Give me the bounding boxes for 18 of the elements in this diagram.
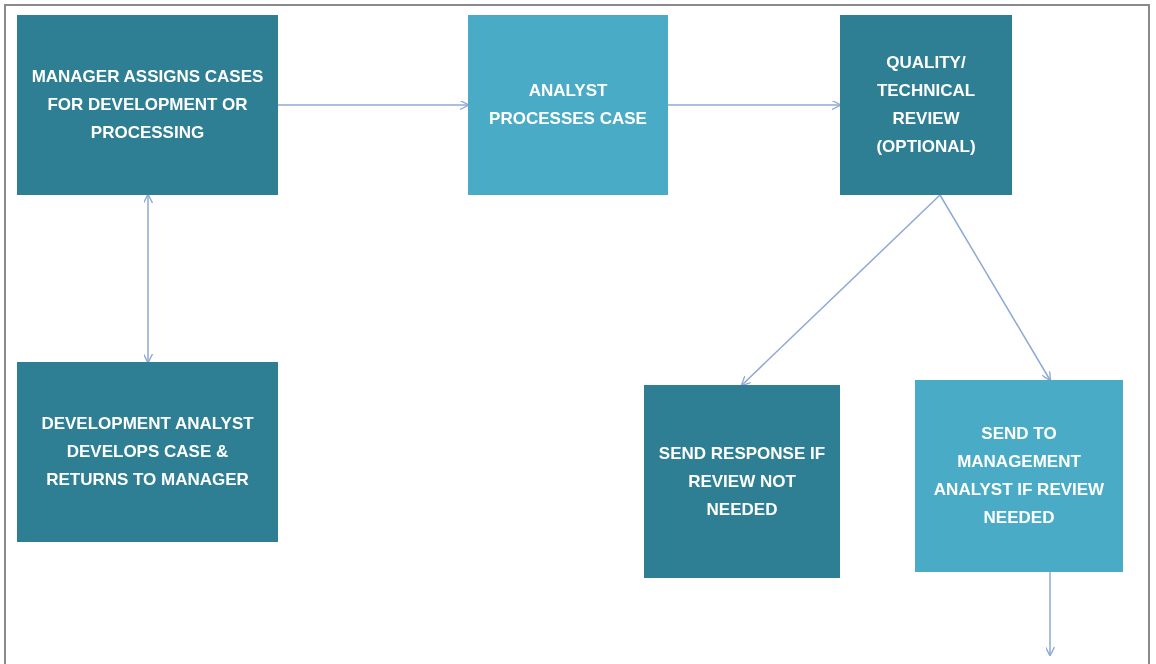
box-label: MANAGER ASSIGNS CASES FOR DEVELOPMENT OR PROCESSING <box>31 66 264 144</box>
process-box <box>468 15 668 195</box>
arrow <box>277 99 470 111</box>
arrow <box>740 194 941 387</box>
arrow <box>667 99 842 111</box>
arrow <box>1044 571 1056 657</box>
process-box <box>840 15 1012 195</box>
arrow <box>142 193 154 364</box>
box-label: QUALITY/ TECHNICAL REVIEW (OPTIONAL) <box>875 52 977 158</box>
process-box <box>17 362 278 542</box>
box-label: DEVELOPMENT ANALYST DEVELOPS CASE & RETURNS TO MANAGER <box>40 413 255 491</box>
arrow <box>939 194 1052 382</box>
process-box <box>644 385 840 578</box>
box-label: ANALYST PROCESSES CASE <box>488 80 648 130</box>
process-box <box>17 15 278 195</box>
box-label: SEND RESPONSE IF REVIEW NOT NEEDED <box>658 442 826 521</box>
process-box <box>915 380 1123 572</box>
box-label: SEND TO MANAGEMENT ANALYST IF REVIEW NEEDED <box>932 423 1106 529</box>
